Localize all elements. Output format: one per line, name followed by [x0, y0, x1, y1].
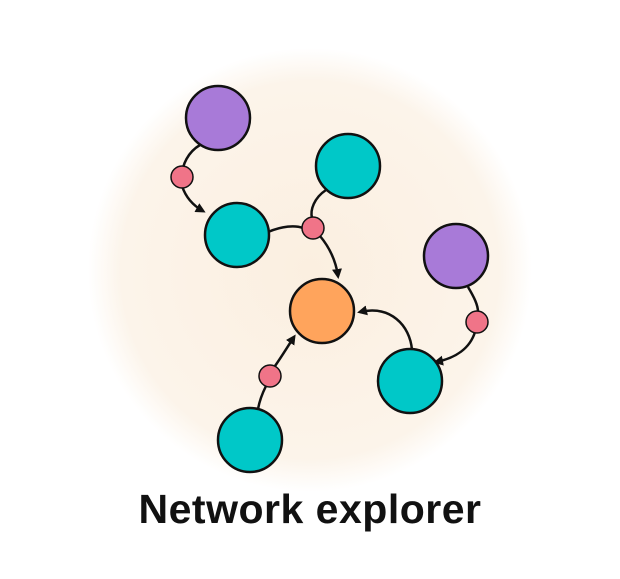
edge-point	[301, 216, 325, 240]
intermediate-node[interactable]	[216, 406, 284, 474]
edge-point	[258, 364, 282, 388]
edge-arrow	[319, 235, 342, 279]
edge-arrow	[273, 334, 296, 367]
edge-arrow	[433, 331, 477, 366]
source-node[interactable]	[422, 222, 490, 290]
source-node[interactable]	[184, 84, 252, 152]
edge	[310, 188, 327, 219]
intermediate-node[interactable]	[376, 347, 444, 415]
edge	[256, 385, 268, 410]
app-title: Network explorer	[138, 486, 482, 532]
edge-point	[465, 310, 489, 334]
edge-arrow	[180, 185, 206, 213]
intermediate-node[interactable]	[314, 132, 382, 200]
target-node[interactable]	[288, 277, 356, 345]
edge-point	[170, 165, 194, 189]
intermediate-node[interactable]	[203, 201, 271, 269]
edge	[466, 286, 480, 313]
edge	[267, 225, 304, 234]
edge-arrow	[357, 305, 414, 351]
